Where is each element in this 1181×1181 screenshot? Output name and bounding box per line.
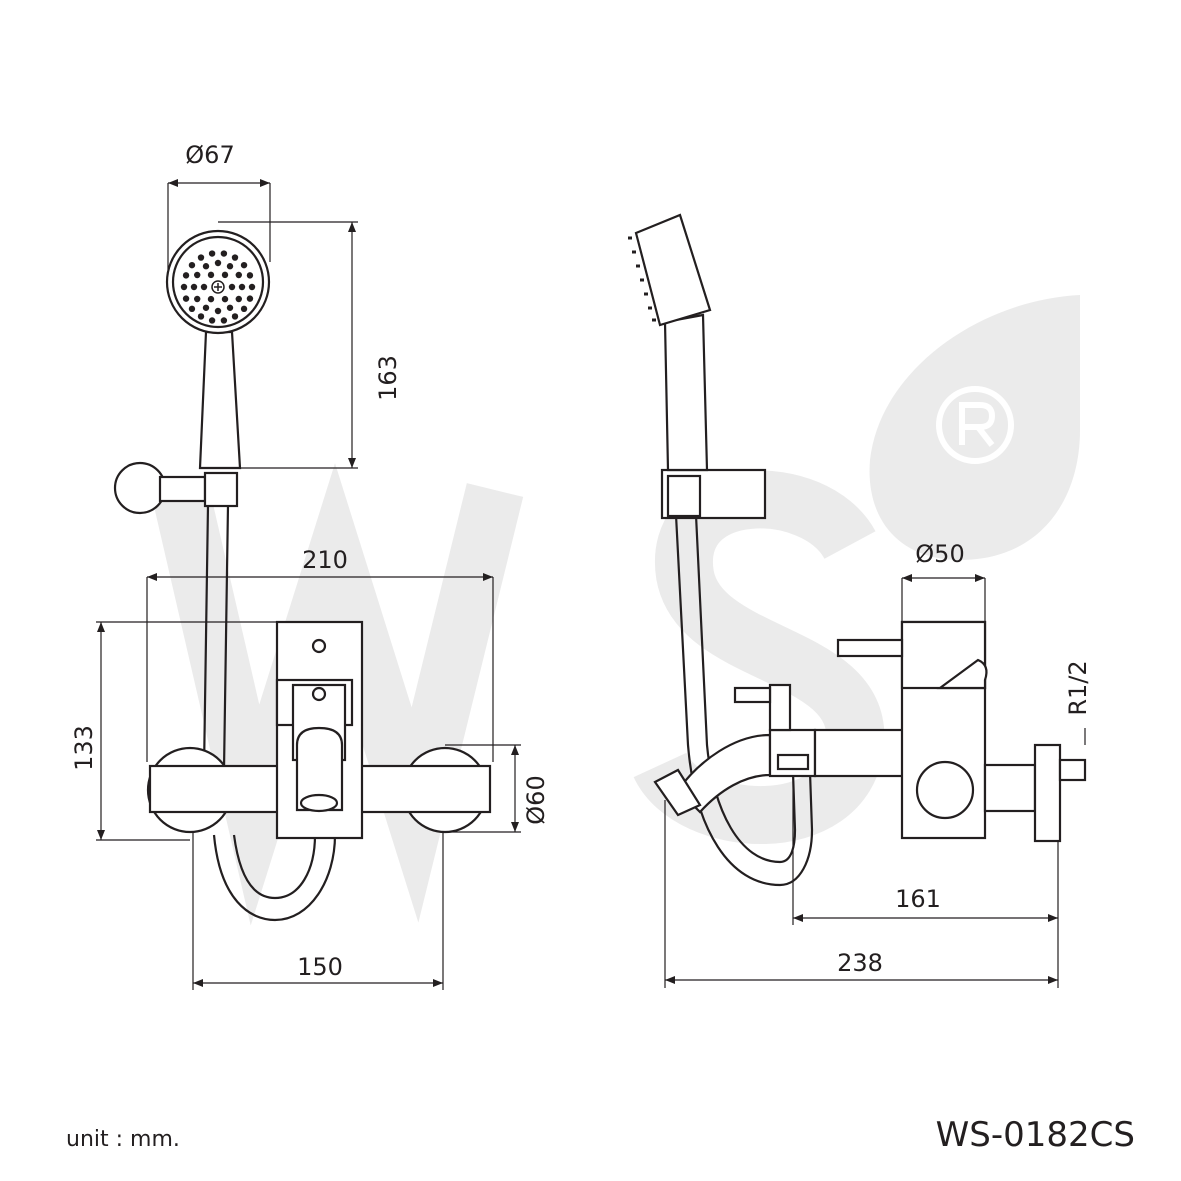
nozzle-dot [197,254,205,261]
dim-body-diameter: Ø50 [915,540,964,568]
nozzle-dot [200,283,208,291]
spray-nozzles-side-icon [628,236,656,322]
nozzle-dot [190,283,198,291]
dim-overall-width: 210 [302,546,348,574]
nozzle-dot [238,283,246,291]
nozzle-dot [180,283,188,291]
dim-handshower-length: 163 [374,355,402,401]
nozzle-dot [235,295,242,303]
dim-body-height: 133 [70,725,98,771]
nozzle-dot [231,254,239,261]
nozzle-dot [202,263,210,270]
dim-center-distance: 150 [297,953,343,981]
spray-nozzles-icon [211,280,225,294]
nozzle-dot [228,283,236,291]
nozzle-dot [240,261,248,269]
side-view [628,213,1087,988]
nozzle-dot [240,305,248,313]
nozzle-dot [226,304,234,311]
dim-flange-diameter: Ø60 [522,775,550,824]
front-view [96,179,521,990]
dim-thread: R1/2 [1064,660,1092,715]
nozzle-dot [246,272,254,279]
nozzle-dot [197,313,205,320]
nozzle-dot [208,250,216,257]
dim-projection-total: 238 [837,949,883,977]
model-number: WS-0182CS [935,1115,1135,1155]
nozzle-dot [214,307,222,315]
nozzle-dot [214,259,222,267]
nozzle-dot [246,295,254,302]
nozzle-dot [182,295,190,302]
nozzle-dot [220,317,228,324]
nozzle-dot [221,271,229,279]
nozzle-dot [208,317,216,324]
nozzle-dot [194,295,201,303]
nozzle-dot [207,271,215,279]
nozzle-dot [207,295,215,303]
nozzle-dot [226,263,234,270]
nozzle-dot [202,304,210,311]
nozzle-dot [182,272,190,279]
dim-head-diameter: Ø67 [185,141,234,169]
nozzle-dot [188,305,196,313]
nozzle-dot [231,313,239,320]
unit-label: unit : mm. [66,1127,180,1152]
nozzle-dot [220,250,228,257]
nozzle-dot [235,271,242,279]
dim-projection-body: 161 [895,885,941,913]
nozzle-dot [188,261,196,269]
nozzle-dot [248,283,256,291]
nozzle-dot [194,271,201,279]
nozzle-dot [221,295,229,303]
